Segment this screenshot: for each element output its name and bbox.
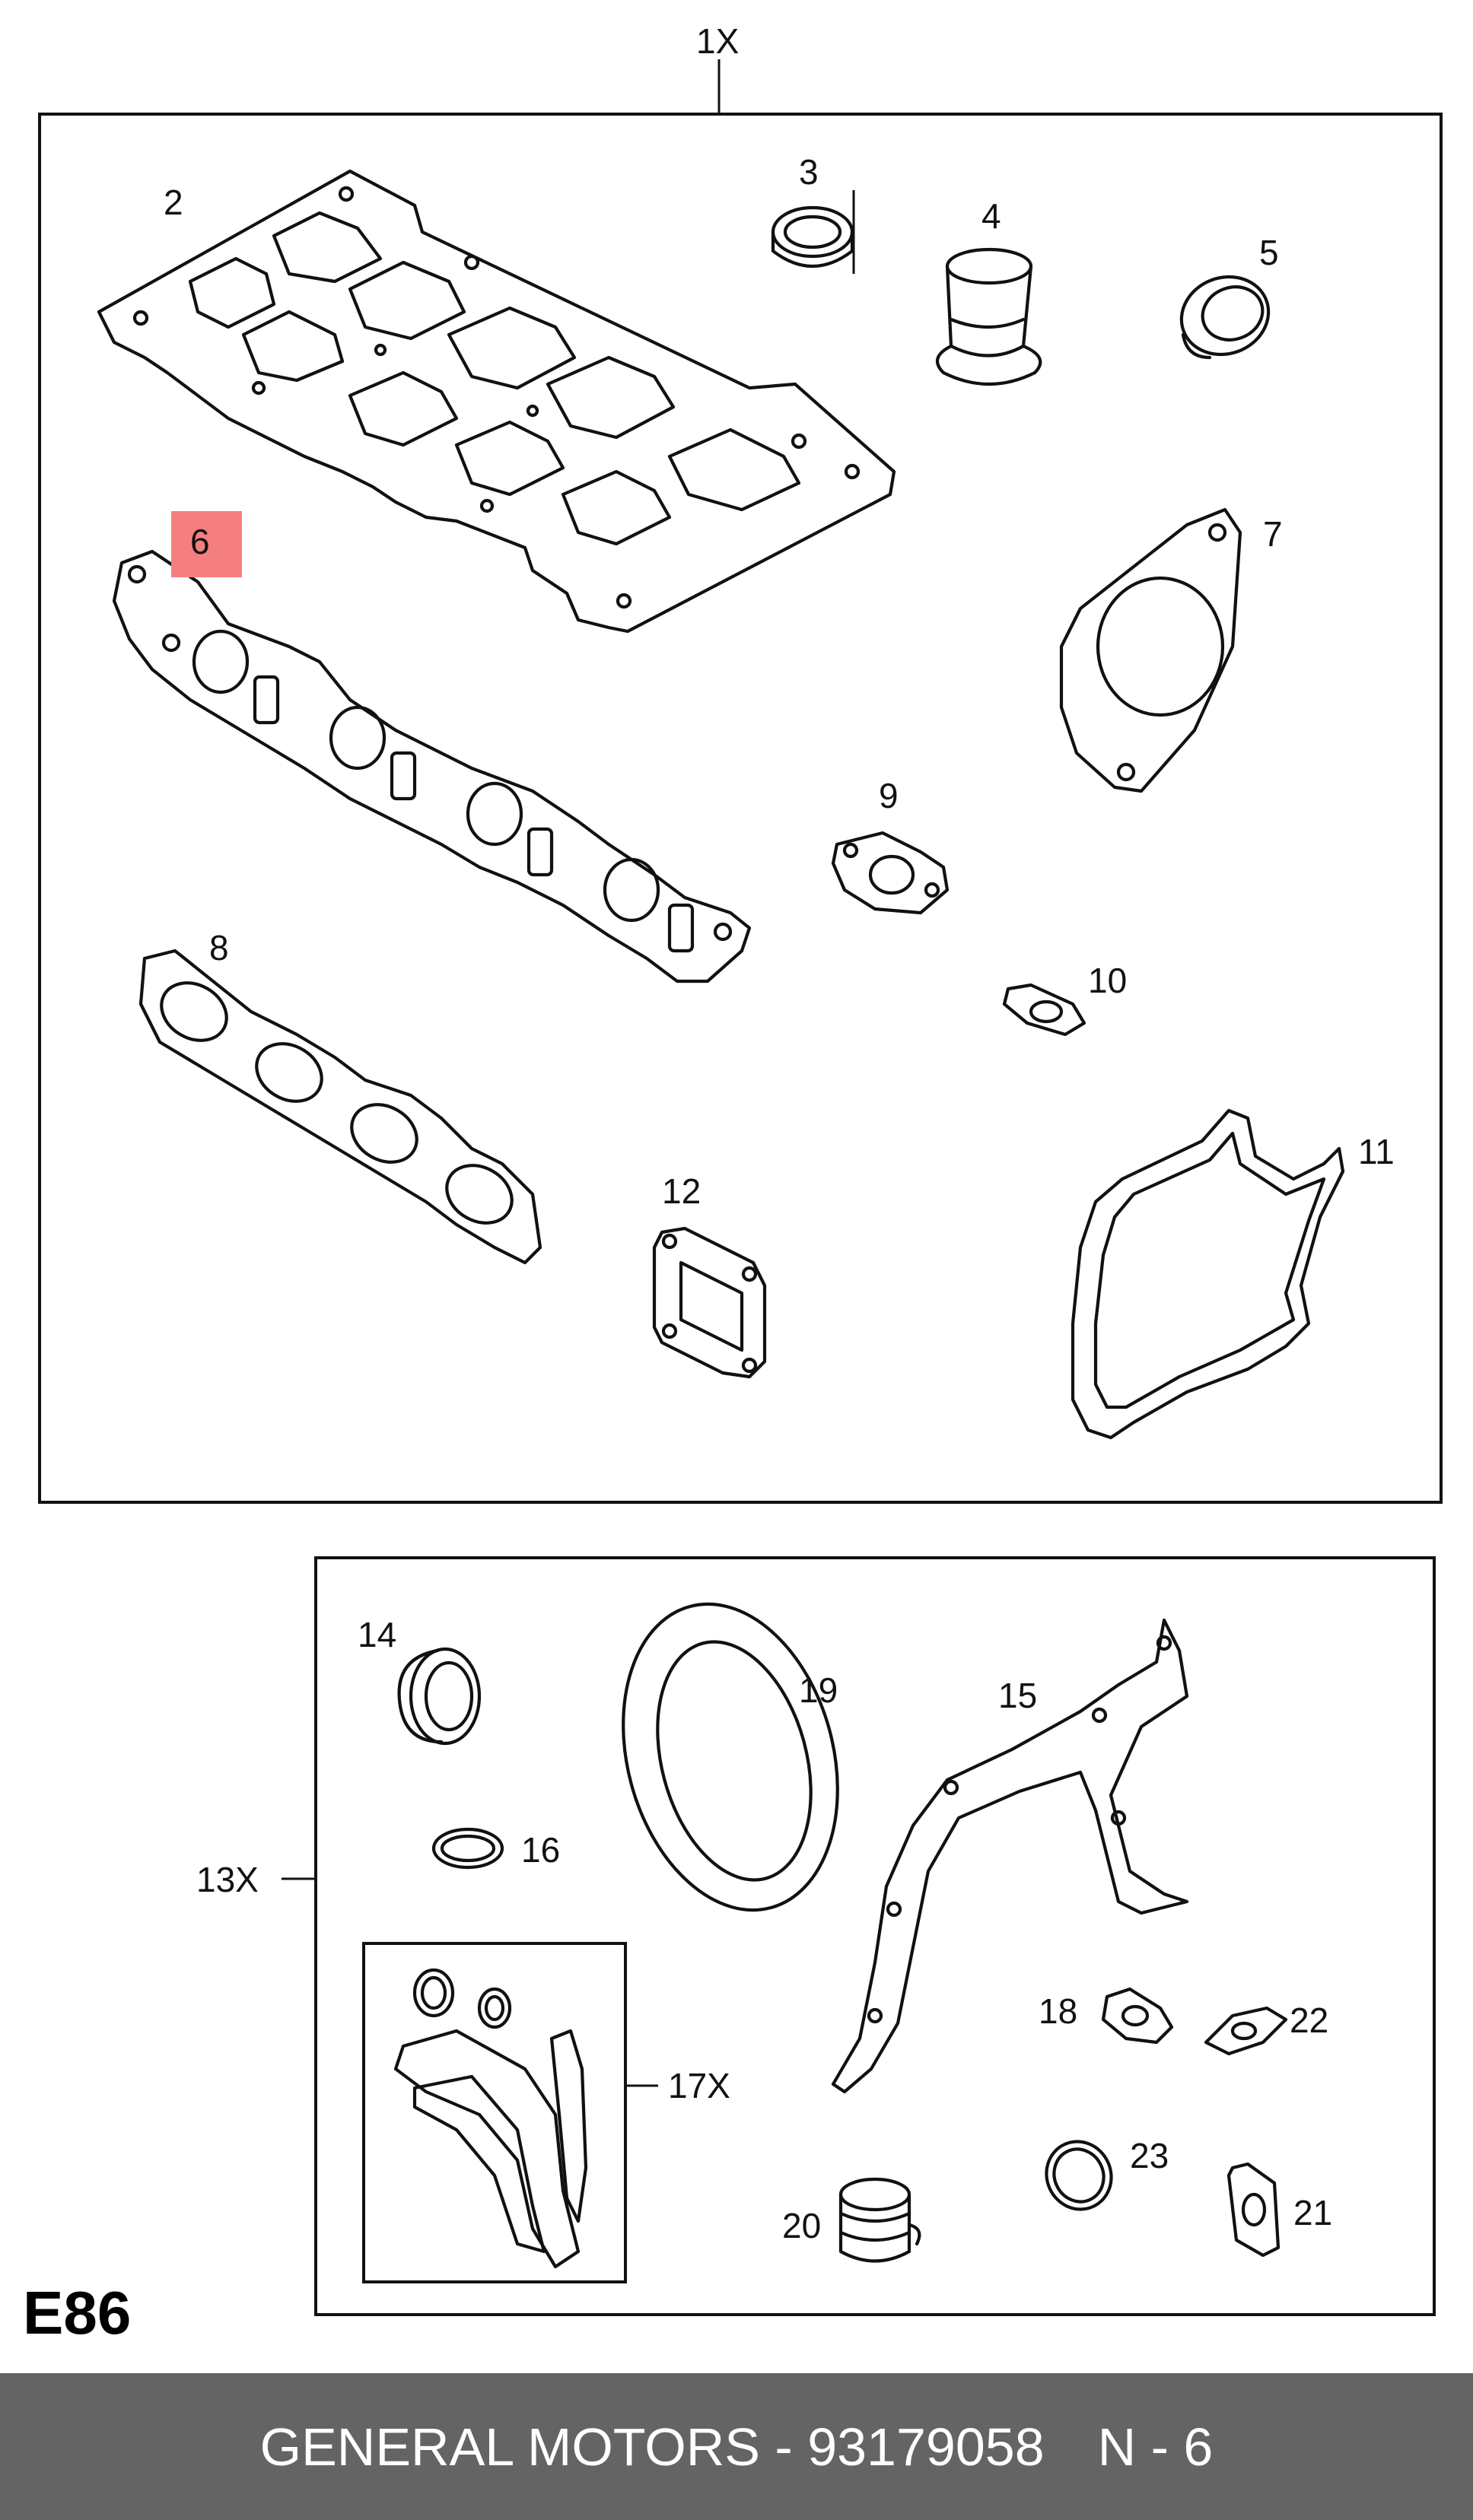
- sub-kit-label: 17X: [668, 2066, 730, 2105]
- callout-10: 10: [1088, 961, 1127, 1000]
- callout-5: 5: [1259, 233, 1279, 272]
- part-3-seal-ring: [771, 190, 855, 274]
- lower-kit-frame: [314, 1556, 1436, 2316]
- callout-11: 12: [662, 1171, 701, 1211]
- lower-kit-label: 13X: [196, 1860, 259, 1899]
- callout-22: 22: [1290, 2000, 1328, 2040]
- part-23-o-ring: [1045, 2140, 1113, 2211]
- part-15-pan-gasket: [831, 1618, 1189, 2094]
- part-4-boot: [935, 247, 1042, 386]
- callout-18: 18: [1039, 1991, 1077, 2031]
- catalog-code: E86: [23, 2279, 132, 2347]
- part-16-o-ring: [431, 1827, 504, 1870]
- part-19-round-gasket: [622, 1602, 839, 1912]
- footer-position-label: N - 6: [1097, 2417, 1214, 2477]
- part-7-flange-gasket: [1059, 507, 1242, 793]
- callout-6: 6: [190, 522, 210, 561]
- exploded-parts-diagram: 1X 2 3 4 5: [38, 21, 1443, 2316]
- callout-21: 21: [1293, 2193, 1332, 2232]
- callout-3: 3: [799, 152, 819, 192]
- part-22-gasket: [1204, 2006, 1288, 2056]
- highlight-6: [171, 511, 242, 577]
- upper-kit-frame: [38, 113, 1443, 1504]
- part-21-gasket: [1226, 2162, 1281, 2258]
- callout-15: 15: [998, 1676, 1037, 1715]
- part-17-oil-cooler-gaskets: [393, 1968, 588, 2269]
- part-18-gasket: [1101, 1987, 1174, 2045]
- callout-12: 11: [1358, 1132, 1395, 1171]
- footer-part-text: GENERAL MOTORS - 93179058: [259, 2417, 1045, 2477]
- callout-16: 16: [521, 1830, 560, 1870]
- callout-14: 14: [358, 1615, 396, 1654]
- part-5-oil-seal: [1179, 275, 1271, 360]
- sub-kit-frame: [362, 1942, 627, 2283]
- part-8-exhaust-gasket: [138, 949, 542, 1265]
- part-9-gasket: [831, 831, 950, 915]
- callout-19: 19: [799, 1670, 838, 1710]
- part-6-intake-gasket: [112, 549, 752, 984]
- callout-20: 20: [782, 2206, 821, 2245]
- callout-2: 2: [164, 183, 183, 222]
- part-20-plug: [838, 2177, 921, 2263]
- part-11-square-gasket: [652, 1226, 767, 1379]
- part-10-gasket: [1002, 983, 1086, 1037]
- upper-kit-label: 1X: [696, 21, 739, 61]
- callout-8: 8: [209, 928, 229, 968]
- part-12-cover-gasket: [1071, 1108, 1345, 1440]
- part-14-crank-seal: [397, 1647, 482, 1746]
- callout-9: 9: [879, 776, 899, 815]
- callout-7: 7: [1263, 514, 1283, 554]
- callout-23: 23: [1130, 2136, 1169, 2175]
- footer-bar: GENERAL MOTORS - 93179058 N - 6: [0, 2373, 1473, 2520]
- callout-4: 4: [981, 196, 1001, 236]
- part-2-head-gasket: [97, 169, 896, 634]
